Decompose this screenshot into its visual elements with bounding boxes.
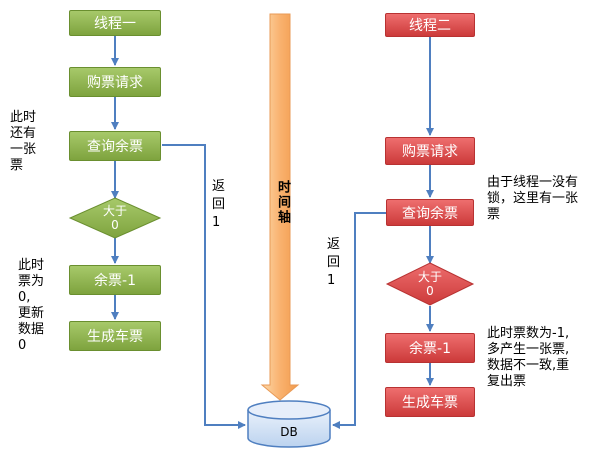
t2-return-label: 返 回 1 [327,237,341,288]
timeline-arrow [260,13,300,401]
t2-note-top: 由于线程一没有 锁，这里有一张 票 [487,175,579,222]
t1-decision-label: 大于 0 [102,204,127,232]
db-cylinder [247,400,331,448]
t1-query-box: 查询余票 [69,131,161,161]
t1-db-connector [162,144,246,429]
t2-query-box: 查询余票 [386,199,474,226]
t2-title-box: 线程二 [385,13,475,37]
t1-decision-diamond [68,197,162,239]
t1-return-label: 返 回 1 [212,179,226,230]
t1-title-box: 线程一 [69,10,161,36]
timeline-label: 时间轴 [275,180,290,225]
t2-decision-diamond [385,262,475,306]
t2-note-bottom: 此时票数为-1, 多产生一张票, 数据不一致,重 复出票 [487,326,570,389]
t1-note-top: 此时 还有 一张 票 [10,110,37,173]
t1-decrement-box: 余票-1 [69,265,161,295]
t2-db-connector [332,212,386,429]
t2-decision-label: 大于 0 [417,270,442,298]
t2-generate-box: 生成车票 [385,387,475,417]
db-label: DB [280,425,298,439]
t2-request-box: 购票请求 [385,137,475,165]
t1-note-bottom: 此时 票为 0, 更新 数据 0 [18,258,45,353]
t1-request-box: 购票请求 [69,67,161,97]
t1-generate-box: 生成车票 [69,321,161,351]
t2-decrement-box: 余票-1 [385,333,475,363]
